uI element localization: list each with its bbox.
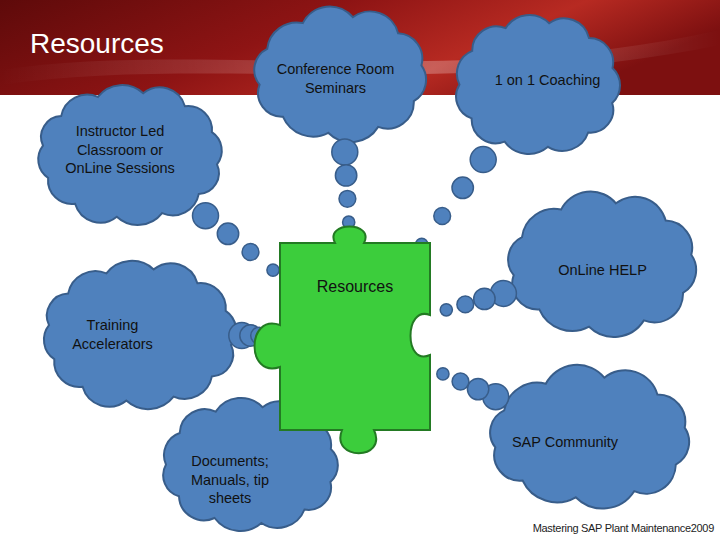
bubble	[335, 165, 356, 186]
cloud-node: Conference Room Seminars	[238, 0, 443, 150]
puzzle-shape	[255, 227, 431, 454]
bubble	[474, 288, 495, 309]
node-text: Training Accelerators	[58, 316, 168, 354]
node-text: Instructor Led Classroom or OnLine Sessi…	[55, 122, 185, 179]
text-area: 1 on 1 Coaching	[440, 5, 635, 165]
bubble	[193, 203, 219, 229]
text-area: Conference Room Seminars	[238, 0, 443, 150]
puzzle-piece: Resources	[232, 215, 482, 475]
text-area: Resources	[280, 277, 430, 298]
node-text: 1 on 1 Coaching	[495, 71, 601, 90]
thought-bubbles	[440, 280, 516, 316]
text-area: Instructor Led Classroom or OnLine Sessi…	[20, 75, 240, 235]
cloud-node: SAP Community	[470, 360, 710, 515]
node-text: SAP Community	[512, 433, 618, 452]
bubble	[437, 368, 449, 380]
bubble	[242, 244, 259, 261]
cloud-shape	[38, 85, 222, 225]
thought-bubbles	[437, 368, 509, 410]
cloud-shape	[456, 15, 620, 154]
cloud-shape	[490, 365, 689, 509]
text-area: OnLine HELP	[490, 185, 715, 345]
bubble	[440, 304, 452, 316]
bubble	[467, 378, 488, 399]
slide-title: Resources	[30, 28, 164, 60]
node-text: Conference Room Seminars	[276, 60, 396, 98]
cloud-shape	[44, 261, 236, 409]
text-area: Training Accelerators	[25, 250, 255, 420]
cloud-node: Instructor Led Classroom or OnLine Sessi…	[20, 75, 240, 235]
cloud-node: Training Accelerators	[25, 250, 255, 420]
node-outline	[232, 215, 482, 475]
cloud-shape	[163, 398, 338, 531]
cloud-shape	[508, 192, 696, 337]
bubble	[452, 177, 473, 198]
thought-bubbles	[416, 147, 497, 251]
bubble	[267, 264, 279, 276]
node-text: Documents; Manuals, tip sheets	[175, 452, 285, 509]
text-area: SAP Community	[470, 360, 710, 515]
cloud-node: 1 on 1 Coaching	[440, 5, 635, 165]
bubble	[434, 208, 451, 225]
bubble	[217, 223, 238, 244]
footer-note: Mastering SAP Plant Maintenance2009	[533, 522, 714, 534]
node-outline	[25, 250, 255, 420]
thought-bubbles	[332, 139, 358, 228]
bubble	[339, 190, 356, 207]
cloud-shape	[254, 7, 426, 143]
node-text: OnLine HELP	[558, 261, 647, 280]
node-text: Resources	[317, 277, 393, 298]
bubble	[470, 147, 496, 173]
thought-bubbles	[193, 203, 280, 277]
bubble	[457, 296, 474, 313]
cloud-node: OnLine HELP	[490, 185, 715, 345]
bubble	[452, 373, 469, 390]
